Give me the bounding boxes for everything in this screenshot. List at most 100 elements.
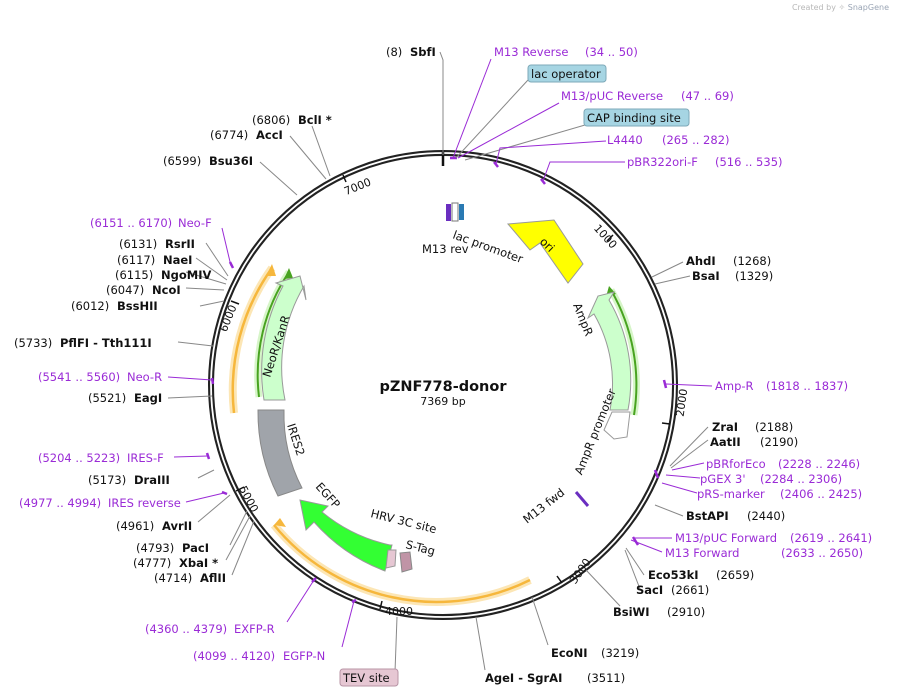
lac-promoter-block[interactable] bbox=[451, 202, 459, 222]
credit-brand: SnapGene bbox=[847, 3, 889, 12]
m13-rev-block[interactable] bbox=[446, 204, 451, 221]
site-name-bsiwi[interactable]: BsiWI bbox=[613, 605, 650, 619]
site-name-zrai[interactable]: ZraI bbox=[712, 420, 738, 434]
primer-neo-r-range: (5541 .. 5560) bbox=[38, 370, 120, 384]
primer-ires-reverse-range: (4977 .. 4994) bbox=[19, 496, 101, 510]
primer-m13puc-forward-range: (2619 .. 2641) bbox=[790, 531, 872, 545]
site-name-aatii[interactable]: AatII bbox=[710, 435, 741, 449]
primer-m13puc-forward-name[interactable]: M13/pUC Forward bbox=[675, 531, 777, 545]
site-pos-agei: (3511) bbox=[587, 671, 625, 685]
site-name-ngomiv[interactable]: NgoMIV bbox=[161, 268, 211, 282]
site-name-bcli[interactable]: BclI * bbox=[298, 113, 332, 127]
neo-arrow[interactable] bbox=[261, 275, 307, 401]
primer-exfp-r-name[interactable]: EXFP-R bbox=[234, 622, 275, 636]
ampr-arrow[interactable] bbox=[586, 291, 632, 411]
site-pos-eco53ki: (2659) bbox=[716, 568, 754, 582]
hrv-3c-site-block[interactable] bbox=[385, 549, 397, 569]
site-pos-rsrii: (6131) bbox=[119, 237, 157, 251]
tick-7000: 7000 bbox=[342, 175, 373, 198]
tick-3000: 3000 bbox=[567, 556, 594, 586]
site-name-bsu36i[interactable]: Bsu36I bbox=[209, 154, 253, 168]
tick-2000-mark bbox=[661, 422, 671, 425]
site-pos-sbfi: (8) bbox=[386, 45, 402, 59]
site-pos-bsai: (1329) bbox=[735, 269, 773, 283]
snapgene-credit: Created by ✧ SnapGene bbox=[792, 3, 889, 12]
site-name-bsshii[interactable]: BssHII bbox=[117, 299, 158, 313]
primer-pgex3-name[interactable]: pGEX 3' bbox=[700, 472, 746, 486]
ampr-green-arc bbox=[610, 289, 638, 416]
site-pos-eagi: (5521) bbox=[88, 391, 126, 405]
tev-site-box[interactable] bbox=[339, 668, 399, 687]
m13-fwd-block[interactable] bbox=[574, 491, 590, 507]
s-tag-block[interactable] bbox=[399, 551, 413, 573]
primer-labels: M13 Reverse (34 .. 50) M13/pUC Reverse (… bbox=[19, 45, 872, 663]
lac-operator-block[interactable] bbox=[459, 204, 464, 220]
cap-binding-site-label: CAP binding site bbox=[587, 111, 681, 125]
ori-arrow[interactable] bbox=[506, 219, 584, 284]
tick-6000-mark bbox=[230, 300, 240, 305]
primer-tick-pgex bbox=[653, 469, 660, 479]
primer-tick-neo-r bbox=[210, 377, 215, 385]
site-pos-xbai: (4777) bbox=[133, 556, 171, 570]
tick-5000-mark bbox=[235, 486, 245, 492]
site-name-sbfi[interactable]: SbfI bbox=[410, 45, 436, 59]
lac-operator-label: lac operator bbox=[531, 67, 601, 81]
site-pos-aflii: (4714) bbox=[154, 571, 192, 585]
site-name-naei[interactable]: NaeI bbox=[163, 253, 192, 267]
site-name-eagi[interactable]: EagI bbox=[134, 391, 162, 405]
site-name-bsai[interactable]: BsaI bbox=[692, 269, 720, 283]
credit-prefix: Created by bbox=[791, 3, 836, 12]
site-pos-econi: (3219) bbox=[601, 646, 639, 660]
site-pos-naei: (6117) bbox=[117, 253, 155, 267]
primer-ires-f-name[interactable]: IRES-F bbox=[127, 451, 164, 465]
ampr-promoter-arrow[interactable] bbox=[603, 411, 631, 440]
primer-amp-r-name[interactable]: Amp-R bbox=[715, 379, 754, 393]
site-name-ahdi[interactable]: AhdI bbox=[686, 254, 716, 268]
primer-m13-reverse-name[interactable]: M13 Reverse bbox=[494, 45, 568, 59]
site-pos-avrii: (4961) bbox=[116, 519, 154, 533]
lac-operator-box[interactable] bbox=[527, 64, 607, 83]
primer-neo-r-name[interactable]: Neo-R bbox=[127, 370, 162, 384]
site-pos-bcli: (6806) bbox=[252, 113, 290, 127]
site-name-eco53ki[interactable]: Eco53kI bbox=[648, 568, 699, 582]
primer-neo-f-name[interactable]: Neo-F bbox=[178, 216, 212, 230]
primer-ires-reverse-name[interactable]: IRES reverse bbox=[108, 496, 181, 510]
site-name-econi[interactable]: EcoNI bbox=[551, 646, 587, 660]
site-pos-pflfi: (5733) bbox=[14, 336, 52, 350]
primer-pgex3-range: (2284 .. 2306) bbox=[760, 472, 842, 486]
primer-pbrforeco-name[interactable]: pBRforEco bbox=[706, 457, 766, 471]
site-name-xbai[interactable]: XbaI * bbox=[179, 556, 218, 570]
snapgene-logo-icon: ✧ bbox=[838, 3, 846, 12]
site-name-paci[interactable]: PacI bbox=[182, 541, 209, 555]
plasmid-length: 7369 bp bbox=[420, 395, 465, 408]
primer-m13-forward-name[interactable]: M13 Forward bbox=[665, 546, 739, 560]
site-name-ncoi[interactable]: NcoI bbox=[152, 283, 181, 297]
tick-4000: 4000 bbox=[385, 605, 413, 618]
egfp-arrow[interactable] bbox=[299, 499, 393, 572]
restriction-sites: (8) SbfI (6806) BclI * (6774) AccI (6599… bbox=[14, 45, 798, 685]
primer-amp-r-range: (1818 .. 1837) bbox=[766, 379, 848, 393]
site-name-draiii[interactable]: DraIII bbox=[134, 473, 170, 487]
leader-lines bbox=[167, 51, 713, 673]
site-name-aflii[interactable]: AflII bbox=[200, 571, 226, 585]
site-name-agei[interactable]: AgeI - SgrAI bbox=[485, 671, 562, 685]
site-name-pflfi[interactable]: PflFI - Tth111I bbox=[60, 336, 152, 350]
primer-ires-f-range: (5204 .. 5223) bbox=[38, 451, 120, 465]
tick-1000-mark bbox=[606, 234, 614, 242]
egfp-orf-arrowhead bbox=[274, 518, 286, 527]
site-pos-zrai: (2188) bbox=[755, 420, 793, 434]
ires2-block[interactable] bbox=[257, 409, 303, 497]
primer-egfp-n-name[interactable]: EGFP-N bbox=[283, 649, 325, 663]
site-name-acci[interactable]: AccI bbox=[256, 128, 283, 142]
cap-binding-site-box[interactable] bbox=[583, 108, 690, 127]
site-pos-paci: (4793) bbox=[136, 541, 174, 555]
primer-pbr322ori-name[interactable]: pBR322ori-F bbox=[627, 155, 698, 169]
site-name-avrii[interactable]: AvrII bbox=[162, 519, 192, 533]
site-name-rsrii[interactable]: RsrII bbox=[165, 237, 195, 251]
site-name-bstapi[interactable]: BstAPI bbox=[686, 509, 729, 523]
site-name-saci[interactable]: SacI bbox=[636, 583, 663, 597]
primer-prs-marker-name[interactable]: pRS-marker bbox=[697, 487, 765, 501]
primer-m13puc-reverse-name[interactable]: M13/pUC Reverse bbox=[561, 89, 663, 103]
primer-l4440-name[interactable]: L4440 bbox=[607, 133, 643, 147]
